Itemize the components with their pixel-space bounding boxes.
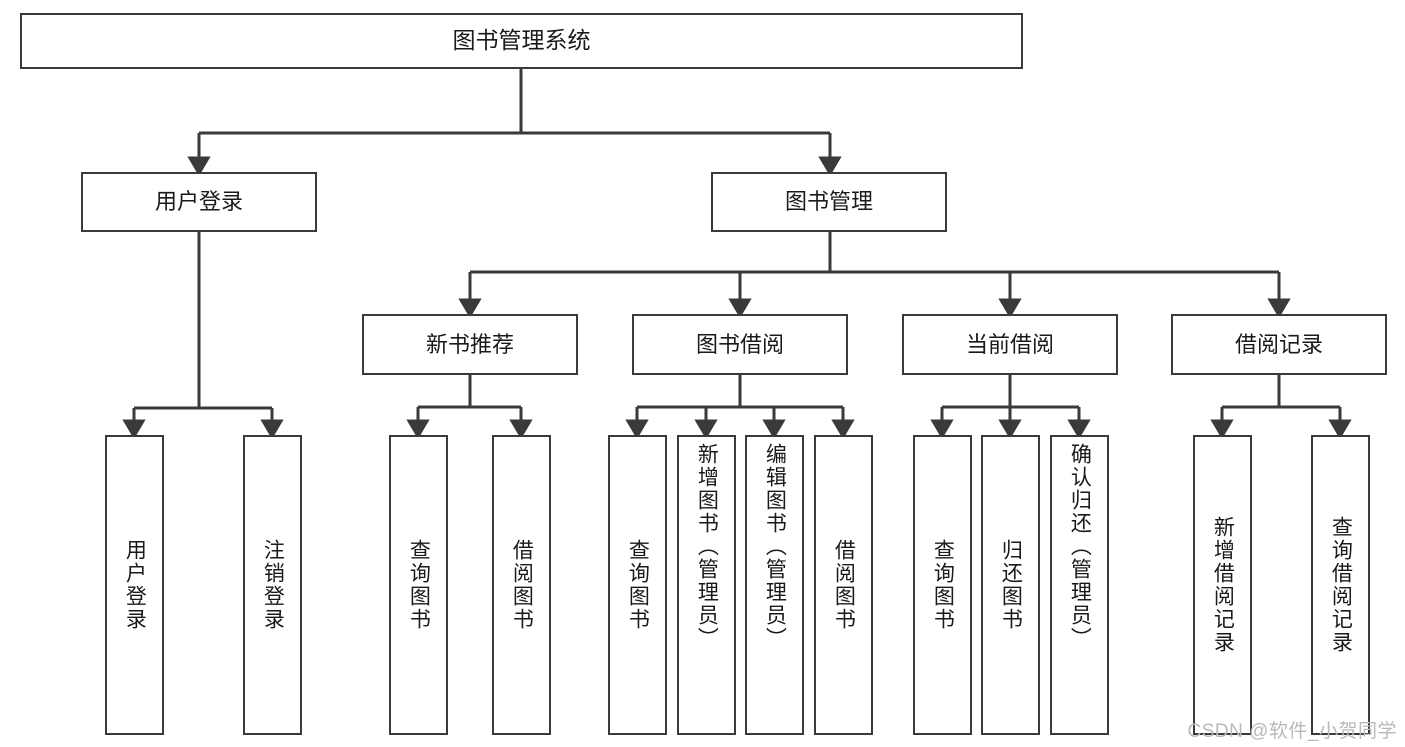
node-leaf-borrow-book-2[interactable]: 借阅图书 [814, 435, 873, 735]
node-leaf-query-book-1-label: 查询图书 [407, 539, 431, 631]
leaf-text-wrap: 借阅图书 [494, 443, 549, 727]
csdn-watermark: CSDN @软件_小贺同学 [1187, 721, 1397, 742]
node-leaf-query-book-3[interactable]: 查询图书 [913, 435, 972, 735]
node-book-manage[interactable]: 图书管理 [711, 172, 947, 232]
node-book-manage-label: 图书管理 [784, 189, 873, 215]
node-leaf-add-record[interactable]: 新增借阅记录 [1193, 435, 1252, 735]
leaf-text-wrap: 新增图书（管理员） [679, 443, 734, 727]
node-new-book-recommend-label: 新书推荐 [425, 331, 514, 357]
leaf-text-wrap: 借阅图书 [816, 443, 871, 727]
node-leaf-user-login[interactable]: 用户登录 [105, 435, 164, 735]
leaf-text-wrap: 查询图书 [610, 443, 665, 727]
node-leaf-confirm-return-label: 确认归还（管理员） [1068, 443, 1092, 650]
node-user-login-label: 用户登录 [154, 189, 243, 215]
node-leaf-return-book-label: 归还图书 [999, 539, 1023, 631]
node-root[interactable]: 图书管理系统 [20, 13, 1023, 69]
node-user-login[interactable]: 用户登录 [81, 172, 317, 232]
node-leaf-return-book[interactable]: 归还图书 [981, 435, 1040, 735]
node-leaf-edit-book[interactable]: 编辑图书（管理员） [745, 435, 804, 735]
leaf-text-wrap: 用户登录 [107, 443, 162, 727]
node-leaf-logout-login-label: 注销登录 [261, 539, 285, 631]
node-leaf-add-book[interactable]: 新增图书（管理员） [677, 435, 736, 735]
node-leaf-query-record[interactable]: 查询借阅记录 [1311, 435, 1370, 735]
node-leaf-borrow-book-1-label: 借阅图书 [510, 539, 534, 631]
node-leaf-logout-login[interactable]: 注销登录 [243, 435, 302, 735]
node-current-borrow[interactable]: 当前借阅 [902, 314, 1118, 375]
leaf-text-wrap: 编辑图书（管理员） [747, 443, 802, 727]
node-new-book-recommend[interactable]: 新书推荐 [362, 314, 578, 375]
node-leaf-query-book-3-label: 查询图书 [931, 539, 955, 631]
node-current-borrow-label: 当前借阅 [965, 331, 1054, 357]
leaf-text-wrap: 确认归还（管理员） [1052, 443, 1107, 727]
leaf-text-wrap: 查询图书 [391, 443, 446, 727]
leaf-text-wrap: 新增借阅记录 [1195, 443, 1250, 727]
node-leaf-borrow-book-1[interactable]: 借阅图书 [492, 435, 551, 735]
node-leaf-edit-book-label: 编辑图书（管理员） [763, 443, 787, 650]
node-leaf-query-book-1[interactable]: 查询图书 [389, 435, 448, 735]
node-borrow-record[interactable]: 借阅记录 [1171, 314, 1387, 375]
node-book-borrow-label: 图书借阅 [695, 331, 784, 357]
node-leaf-query-book-2-label: 查询图书 [626, 539, 650, 631]
node-root-label: 图书管理系统 [452, 27, 591, 54]
node-leaf-user-login-label: 用户登录 [123, 539, 147, 631]
node-leaf-borrow-book-2-label: 借阅图书 [832, 539, 856, 631]
leaf-text-wrap: 注销登录 [245, 443, 300, 727]
node-borrow-record-label: 借阅记录 [1234, 331, 1323, 357]
node-leaf-add-book-label: 新增图书（管理员） [695, 443, 719, 650]
node-leaf-query-record-label: 查询借阅记录 [1329, 516, 1353, 654]
node-book-borrow[interactable]: 图书借阅 [632, 314, 848, 375]
node-leaf-query-book-2[interactable]: 查询图书 [608, 435, 667, 735]
leaf-text-wrap: 查询图书 [915, 443, 970, 727]
node-leaf-add-record-label: 新增借阅记录 [1211, 516, 1235, 654]
node-leaf-confirm-return[interactable]: 确认归还（管理员） [1050, 435, 1109, 735]
leaf-text-wrap: 归还图书 [983, 443, 1038, 727]
leaf-text-wrap: 查询借阅记录 [1313, 443, 1368, 727]
